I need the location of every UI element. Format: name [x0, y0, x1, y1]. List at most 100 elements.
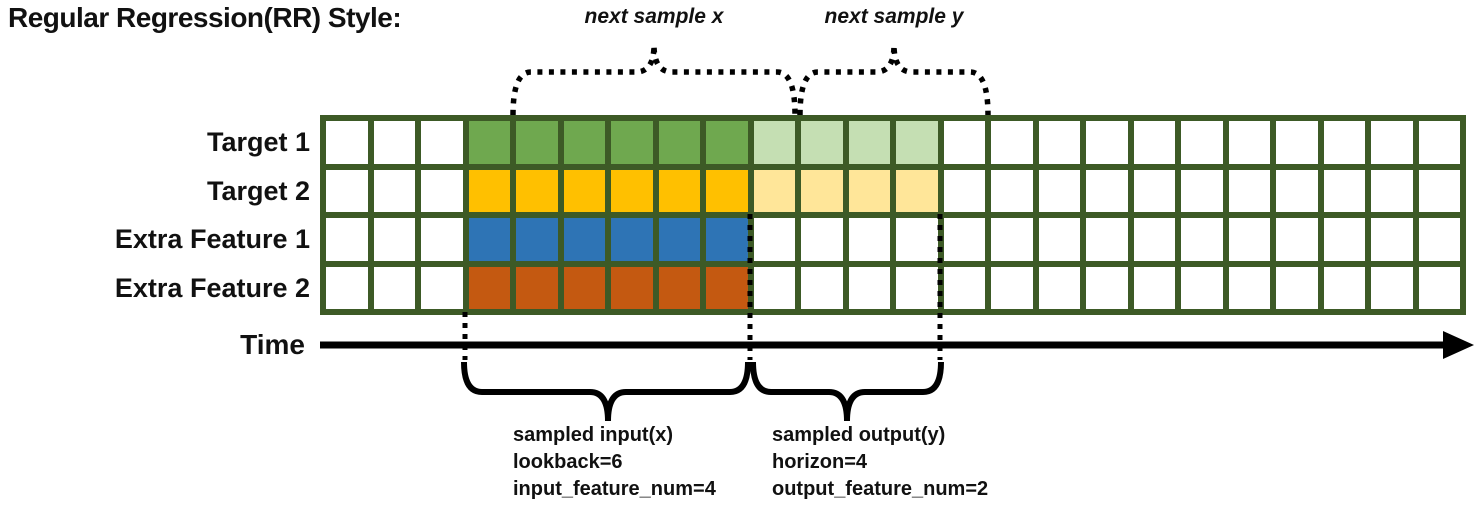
sampled-input-brace [461, 361, 751, 422]
grid-cell [1418, 218, 1460, 261]
next-sample-x-label: next sample x [584, 5, 724, 28]
grid-cell [1323, 266, 1365, 309]
grid-cell [1276, 266, 1318, 309]
grid-cell [516, 266, 558, 309]
grid-cell [1181, 218, 1223, 261]
grid-cell [943, 169, 985, 212]
grid-cell [706, 121, 748, 164]
grid-cell [1133, 266, 1175, 309]
time-axis-arrowhead [1443, 331, 1474, 359]
grid-cell [896, 218, 938, 261]
grid-cell [1371, 266, 1413, 309]
sample-grid [320, 115, 1466, 315]
grid-cell [1038, 169, 1080, 212]
row-label-target-1: Target 1 [206, 127, 310, 157]
grid-cell [516, 169, 558, 212]
grid-cell [1181, 169, 1223, 212]
grid-cell [516, 121, 558, 164]
grid-cell [1323, 121, 1365, 164]
grid-cell [1133, 218, 1175, 261]
time-axis-label: Time [240, 329, 305, 360]
grid-cell [1181, 121, 1223, 164]
grid-cell [468, 218, 510, 261]
grid-cell [801, 218, 843, 261]
grid-cell [1038, 121, 1080, 164]
grid-cell [563, 266, 605, 309]
grid-cell [896, 266, 938, 309]
next-sample-y-label: next sample y [824, 5, 964, 28]
grid-cell [943, 266, 985, 309]
grid-cell [658, 218, 700, 261]
sampled-output-annotation: sampled output(y) horizon=4 output_featu… [772, 422, 988, 503]
sampled-output-title: sampled output(y) [772, 424, 946, 446]
grid-cell [991, 169, 1033, 212]
grid-cell [1228, 121, 1270, 164]
grid-cell [1418, 169, 1460, 212]
grid-cell [896, 121, 938, 164]
grid-cell [611, 169, 653, 212]
sampled-input-annotation: sampled input(x) lookback=6 input_featur… [513, 422, 716, 503]
grid-cell [991, 121, 1033, 164]
grid-cell [1323, 169, 1365, 212]
grid-cell [753, 218, 795, 261]
grid-cell [848, 121, 890, 164]
grid-cell [991, 266, 1033, 309]
grid-cell [421, 266, 463, 309]
grid-cell [1276, 121, 1318, 164]
grid-cell [1133, 121, 1175, 164]
grid-cell [801, 266, 843, 309]
lookback-value: lookback=6 [513, 451, 623, 473]
grid-cell [1086, 218, 1128, 261]
grid-cell [896, 169, 938, 212]
grid-cell [801, 169, 843, 212]
grid-cell [421, 169, 463, 212]
grid-cell [611, 266, 653, 309]
grid-cell [468, 169, 510, 212]
sampled-output-brace [750, 361, 944, 422]
next-sample-x-brace [510, 44, 798, 116]
grid-cell [421, 218, 463, 261]
grid-cell [848, 218, 890, 261]
grid-cell [516, 218, 558, 261]
grid-cell [1228, 218, 1270, 261]
row-label-extra-feature-1: Extra Feature 1 [114, 224, 310, 254]
grid-cell [1371, 218, 1413, 261]
grid-cell [1418, 121, 1460, 164]
grid-cell [326, 266, 368, 309]
grid-cell [706, 169, 748, 212]
grid-cell [373, 169, 415, 212]
grid-cell [658, 121, 700, 164]
grid-cell [611, 218, 653, 261]
grid-cell [1228, 266, 1270, 309]
grid-cell [1038, 266, 1080, 309]
sampled-input-title: sampled input(x) [513, 424, 674, 446]
grid-cell [1418, 266, 1460, 309]
grid-cell [563, 218, 605, 261]
page-title: Regular Regression(RR) Style: [8, 2, 402, 33]
grid-cell [943, 121, 985, 164]
grid-cell [1276, 169, 1318, 212]
grid-cell [373, 266, 415, 309]
grid-cell [706, 266, 748, 309]
grid-cell [1086, 266, 1128, 309]
grid-cell [1371, 121, 1413, 164]
grid-cell [1181, 266, 1223, 309]
output-feature-num-value: output_feature_num=2 [772, 478, 989, 500]
grid-cell [753, 266, 795, 309]
grid-cell [1371, 169, 1413, 212]
grid-cell [563, 121, 605, 164]
grid-cell [1086, 121, 1128, 164]
grid-cell [943, 218, 985, 261]
next-sample-y-brace [797, 44, 991, 116]
grid-cell [1323, 218, 1365, 261]
grid-cell [563, 169, 605, 212]
grid-cell [658, 169, 700, 212]
grid-cell [373, 121, 415, 164]
grid-cell [1133, 169, 1175, 212]
grid-cell [1086, 169, 1128, 212]
grid-cell [326, 169, 368, 212]
grid-cell [326, 218, 368, 261]
grid-cell [468, 266, 510, 309]
grid-cell [658, 266, 700, 309]
